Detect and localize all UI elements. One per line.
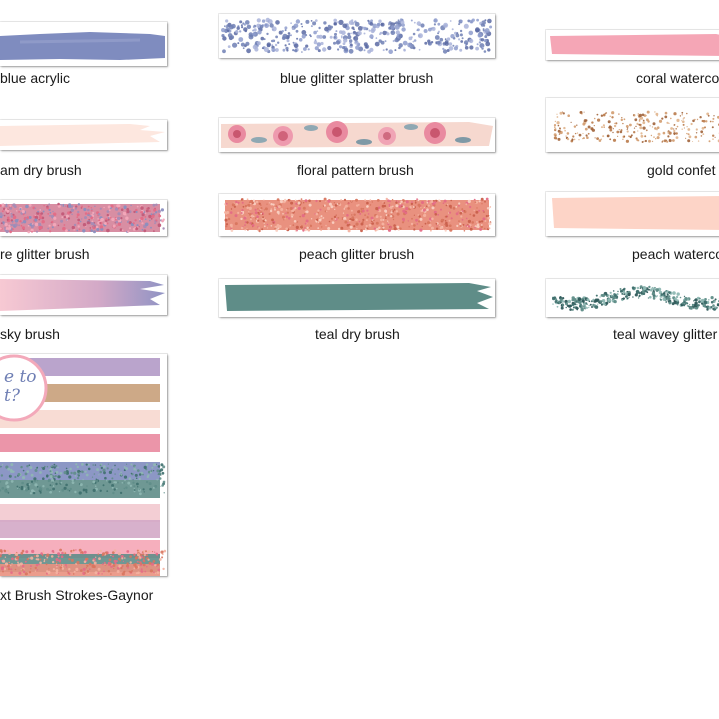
thumbnail: [0, 275, 167, 315]
gold-confetti-splatter: [553, 110, 719, 143]
blue-acrylic-stroke: [0, 32, 165, 60]
thumbnail: [219, 279, 495, 317]
thumbnail: [219, 14, 495, 58]
file-tile-cover-brush-strokes-gaynor[interactable]: e to t? xt Brush Strokes-Gaynor: [0, 354, 180, 610]
azure-glitter-stroke: [0, 202, 165, 234]
thumbnail: e to t?: [0, 354, 167, 576]
thumbnail: [546, 30, 719, 60]
file-label: floral pattern brush: [297, 162, 414, 178]
thumbnail: [219, 194, 495, 236]
file-tile-peach-watercolor[interactable]: peach waterco: [546, 192, 719, 264]
thumbnail: [546, 192, 719, 236]
file-label: peach glitter brush: [299, 246, 415, 262]
file-tile-azure-glitter-brush[interactable]: re glitter brush: [0, 198, 180, 264]
blue-glitter-splatter: [221, 17, 493, 54]
cream-dry-brush-stroke: [0, 124, 165, 146]
sky-brush-stroke: [0, 279, 165, 311]
teal-dry-brush-stroke: [225, 283, 493, 311]
floral-pattern-stroke: [221, 121, 493, 148]
file-tile-blue-glitter-splatter-brush[interactable]: blue glitter splatter brush: [219, 14, 499, 90]
file-label: blue acrylic: [0, 70, 71, 86]
cover-script-text: e to t?: [4, 367, 37, 406]
thumbnail: [0, 200, 167, 236]
file-tile-gold-confetti[interactable]: gold confet: [546, 98, 719, 182]
peach-watercolor-stroke: [552, 196, 719, 230]
file-label: peach waterco: [632, 246, 719, 262]
file-tile-floral-pattern-brush[interactable]: floral pattern brush: [219, 118, 499, 182]
thumbnail: [546, 98, 719, 152]
file-label: blue glitter splatter brush: [280, 70, 434, 86]
file-label: teal dry brush: [315, 326, 400, 342]
file-label: re glitter brush: [0, 246, 90, 262]
file-label: sky brush: [0, 326, 60, 342]
file-tile-cream-dry-brush[interactable]: am dry brush: [0, 118, 180, 182]
teal-wavey-glitter-stroke: [552, 285, 719, 312]
thumbnail: [219, 118, 495, 152]
file-label: coral waterco: [636, 70, 719, 86]
thumbnail: [546, 279, 719, 317]
thumbnail: [0, 22, 167, 66]
file-tile-sky-brush[interactable]: sky brush: [0, 275, 180, 345]
file-tile-coral-watercolor[interactable]: coral waterco: [546, 14, 719, 90]
file-tile-teal-dry-brush[interactable]: teal dry brush: [219, 279, 499, 345]
file-label: teal wavey glitter: [613, 326, 718, 342]
file-label: xt Brush Strokes-Gaynor: [0, 587, 154, 603]
file-label: gold confet: [647, 162, 716, 178]
peach-glitter-stroke: [224, 197, 492, 233]
file-tile-teal-wavey-glitter[interactable]: teal wavey glitter: [546, 279, 719, 345]
coral-watercolor-stroke: [550, 34, 719, 56]
file-tile-peach-glitter-brush[interactable]: peach glitter brush: [219, 194, 499, 264]
cover-preview-image: [0, 354, 167, 576]
thumbnail: [0, 120, 167, 150]
file-label: am dry brush: [0, 162, 82, 178]
file-tile-blue-acrylic[interactable]: blue acrylic: [0, 14, 180, 90]
